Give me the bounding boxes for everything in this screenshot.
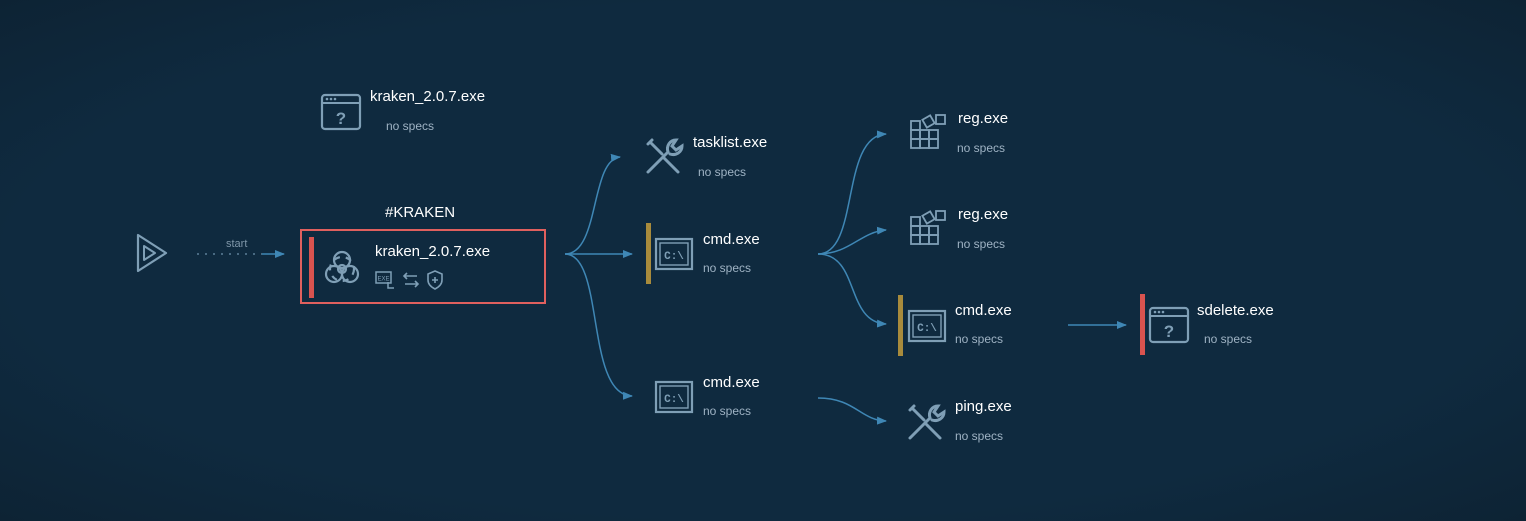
node-reg-2[interactable]: reg.exe no specs	[906, 204, 1056, 254]
node-kraken-main-selection[interactable]: kraken_2.0.7.exe EXE	[300, 229, 546, 304]
play-icon	[136, 233, 168, 273]
svg-text:?: ?	[1164, 322, 1174, 341]
node-spec: no specs	[957, 141, 1006, 155]
edge-kraken-to-tasklist	[564, 153, 621, 255]
node-sdelete[interactable]: ? sdelete.exe no specs	[1140, 294, 1310, 356]
svg-text:EXE: EXE	[377, 277, 389, 283]
svg-text:C:\: C:\	[664, 394, 684, 406]
edge-kraken-to-cmd2	[564, 253, 633, 400]
edge-cmd2-to-ping	[817, 397, 887, 425]
node-reg-1[interactable]: reg.exe no specs	[906, 108, 1056, 158]
node-kraken-top[interactable]: ? kraken_2.0.7.exe no specs	[318, 88, 518, 138]
node-ping[interactable]: ping.exe no specs	[904, 396, 1054, 446]
biohazard-icon	[324, 250, 360, 284]
node-name: cmd.exe	[703, 374, 760, 391]
node-spec: no specs	[698, 165, 747, 179]
svg-text:C:\: C:\	[917, 323, 937, 335]
node-spec: no specs	[957, 237, 1006, 251]
node-spec: no specs	[955, 429, 1004, 443]
unknown-app-icon: ?	[1148, 306, 1190, 344]
svg-text:?: ?	[336, 109, 346, 128]
start-node[interactable]	[130, 230, 170, 276]
network-exchange-icon	[402, 272, 420, 288]
node-spec: no specs	[703, 404, 752, 418]
warning-status-bar	[646, 223, 651, 284]
node-spec: no specs	[703, 261, 752, 275]
registry-icon	[910, 114, 946, 149]
start-label: start	[226, 238, 248, 250]
warning-status-bar	[898, 295, 903, 356]
exe-drop-icon: EXE	[375, 271, 394, 289]
node-name: kraken_2.0.7.exe	[370, 88, 486, 105]
shield-plus-icon	[427, 270, 443, 290]
node-name: ping.exe	[955, 398, 1012, 415]
node-name: cmd.exe	[703, 231, 760, 248]
node-cmd-1[interactable]: C:\ cmd.exe no specs	[646, 223, 816, 285]
svg-text:C:\: C:\	[664, 251, 684, 263]
node-name: reg.exe	[958, 206, 1009, 223]
node-spec: no specs	[386, 119, 435, 133]
tools-icon	[908, 404, 946, 440]
cmd-icon: C:\	[907, 309, 947, 343]
cmd-icon: C:\	[654, 237, 694, 271]
edge-cmd1-to-reg1	[817, 130, 887, 255]
group-label: #KRAKEN	[385, 204, 456, 221]
registry-icon	[910, 210, 946, 245]
node-tasklist[interactable]: tasklist.exe no specs	[642, 132, 802, 182]
unknown-app-icon: ?	[320, 93, 362, 131]
edge-cmd1-to-cmd3	[817, 253, 887, 328]
node-name: tasklist.exe	[693, 134, 768, 151]
node-cmd-3[interactable]: C:\ cmd.exe no specs	[898, 295, 1068, 357]
edge-cmd1-to-reg2	[817, 226, 887, 255]
node-spec: no specs	[1204, 332, 1253, 346]
node-name: reg.exe	[958, 110, 1009, 127]
cmd-icon: C:\	[654, 380, 694, 414]
node-spec: no specs	[955, 332, 1004, 346]
node-name: sdelete.exe	[1197, 302, 1274, 319]
danger-status-bar	[309, 237, 314, 298]
node-name: cmd.exe	[955, 302, 1012, 319]
node-cmd-2[interactable]: C:\ cmd.exe no specs	[646, 372, 816, 422]
danger-status-bar	[1140, 294, 1145, 355]
node-name: kraken_2.0.7.exe	[375, 243, 491, 260]
tools-icon	[646, 138, 684, 174]
